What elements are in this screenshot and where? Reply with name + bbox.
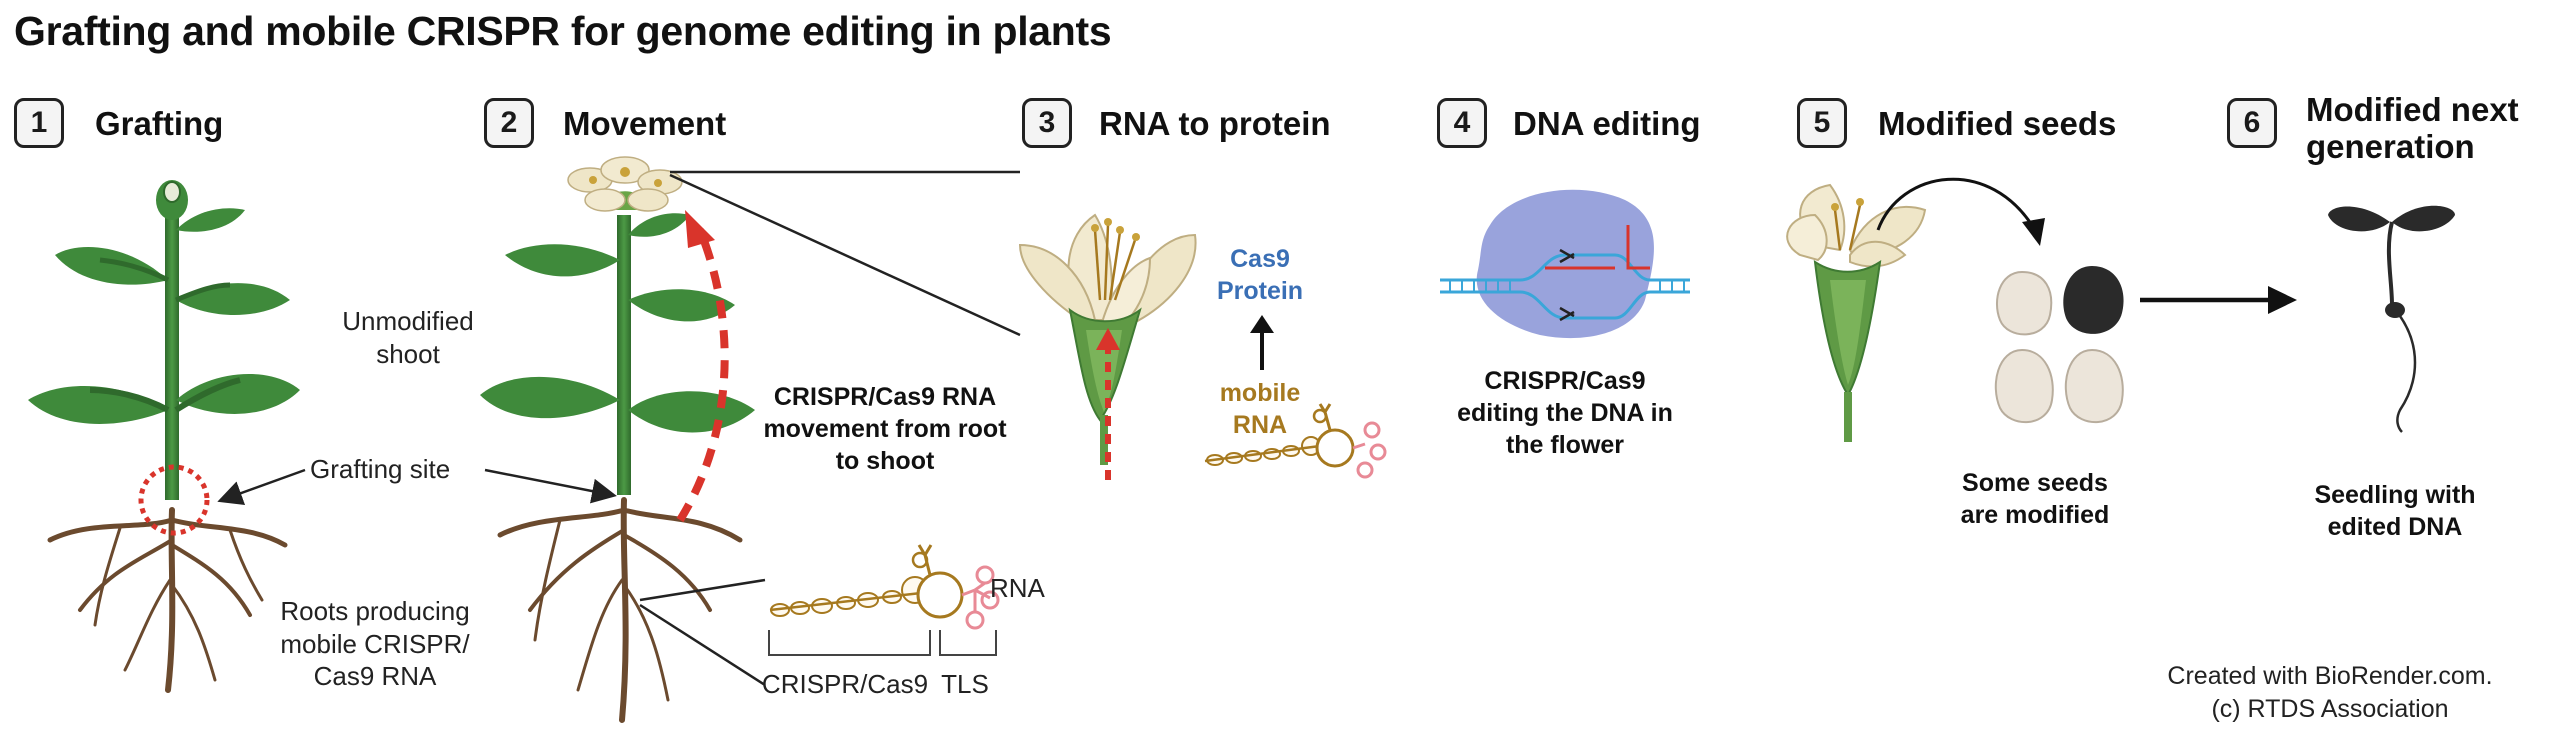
seed-modified	[2063, 266, 2124, 334]
dna-editing-illustration	[1440, 189, 1690, 339]
diagram-title: Grafting and mobile CRISPR for genome ed…	[14, 8, 1112, 54]
step-5-badge: 5	[1797, 98, 1847, 148]
step-3-badge: 3	[1022, 98, 1072, 148]
seed-unmodified	[1994, 348, 2054, 423]
step-6-title: Modified next generation	[2306, 91, 2519, 165]
grafted-plant-2	[480, 156, 1021, 723]
credit-line-2: (c) RTDS Association	[2211, 694, 2449, 723]
step-2-badge: 2	[484, 98, 534, 148]
tls-bracket	[939, 630, 997, 656]
label-cas9-protein: Cas9 Protein	[1216, 245, 1304, 305]
rna-movement-arrowhead	[685, 210, 715, 248]
rna-construct	[768, 544, 1000, 656]
label-crispr-cas9: CRISPR/Cas9	[761, 669, 929, 699]
label-rna-movement: CRISPR/Cas9 RNA movement from root to sh…	[763, 383, 1007, 475]
scissors-icon	[1559, 306, 1575, 322]
credit-line-1: Created with BioRender.com.	[2167, 662, 2493, 690]
seed-unmodified	[1996, 270, 2053, 336]
credits: Created with BioRender.com. (c) RTDS Ass…	[2120, 660, 2540, 725]
label-mobile-rna: mobile RNA	[1219, 379, 1301, 439]
bud-1	[156, 180, 188, 220]
label-tls: TLS	[941, 669, 989, 699]
grafting-site-circle	[138, 464, 210, 536]
step-4-badge: 4	[1437, 98, 1487, 148]
seed-unmodified	[2064, 348, 2124, 423]
label-some-seeds: Some seeds are modified	[1960, 469, 2110, 529]
seeds	[1994, 266, 2124, 423]
label-unmodified-shoot: Unmodified shoot	[342, 306, 474, 369]
label-rna: RNA	[990, 573, 1045, 603]
rna-movement-arrow	[676, 228, 729, 523]
seed-drop-arrow	[1876, 177, 2037, 231]
flower-5	[1786, 177, 2045, 442]
roots-2	[497, 497, 743, 723]
grafted-plant-1	[28, 180, 306, 693]
step-6-badge: 6	[2227, 98, 2277, 148]
step-5-title: Modified seeds	[1878, 105, 2117, 142]
stem-2	[617, 215, 631, 495]
stem-1	[165, 215, 179, 500]
scissors-icon	[1559, 248, 1575, 264]
step-3-title: RNA to protein	[1099, 105, 1331, 142]
crispr-bracket	[768, 630, 931, 656]
flower-cluster-2	[567, 156, 683, 212]
label-seedling: Seedling with edited DNA	[2314, 481, 2476, 541]
flower-3	[1018, 213, 1197, 480]
step-1-title: Grafting	[95, 105, 224, 142]
label-grafting-site: Grafting site	[310, 454, 451, 484]
cas9-protein-blob	[1476, 189, 1654, 339]
label-roots-producing: Roots producing mobile CRISPR/ Cas9 RNA	[280, 596, 470, 691]
mobile-rna-molecule	[1204, 403, 1387, 479]
step-1-badge: 1	[14, 98, 64, 148]
translation-arrow	[1250, 315, 1274, 370]
grafting-site-pointer-2	[484, 468, 617, 504]
next-generation-arrow	[2140, 286, 2297, 314]
leaves-1	[28, 208, 300, 424]
grafting-site-pointer	[217, 468, 306, 505]
label-dna-editing: CRISPR/Cas9 editing the DNA in the flowe…	[1457, 367, 1673, 459]
roots-1	[47, 507, 288, 693]
step-2-title: Movement	[563, 105, 727, 142]
seedling	[2328, 205, 2455, 433]
step-4-title: DNA editing	[1513, 105, 1701, 142]
